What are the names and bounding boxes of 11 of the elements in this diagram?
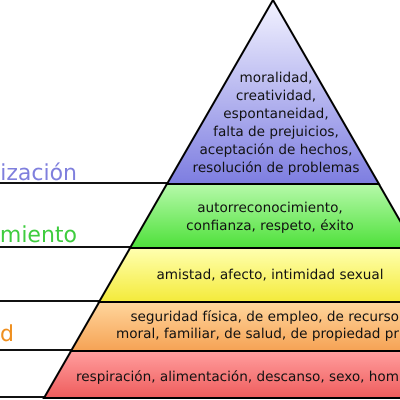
level-label: miento [0, 226, 77, 246]
pyramid-level [44, 351, 400, 398]
pyramid-level [99, 248, 400, 302]
pyramid-level [70, 302, 400, 351]
level-text: respiración, alimentación, descanso, sexo, hom [76, 368, 399, 386]
level-text: seguridad física, de empleo, de recurso moral, familiar, de salud, de propiedad pr [116, 309, 399, 343]
level-label: d [0, 325, 14, 345]
level-text: autorreconocimiento, confianza, respeto, éxito [186, 199, 354, 235]
level-text: moralidad, creatividad, espontaneidad, falta de prejuicios, aceptación de hechos, resolución de problemas [192, 69, 360, 177]
level-label: ización [0, 164, 77, 184]
level-text: amistad, afecto, intimidad sexual [156, 266, 384, 284]
